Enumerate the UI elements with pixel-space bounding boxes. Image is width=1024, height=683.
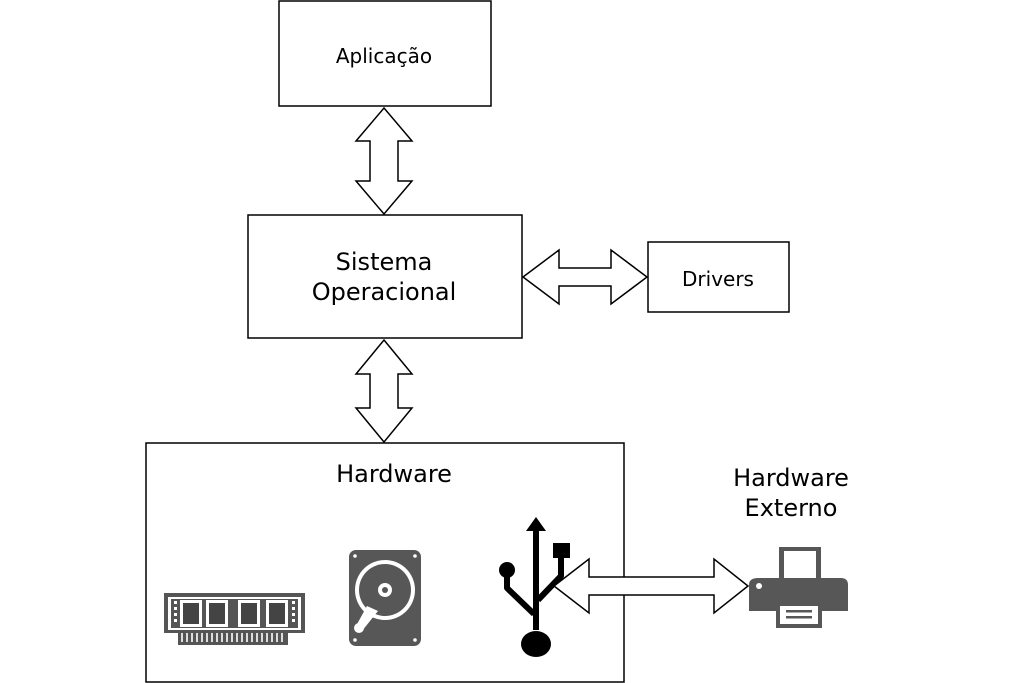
arrow-aplicacao-sistema xyxy=(354,106,414,216)
hard-disk-icon xyxy=(349,550,421,646)
ram-module-icon xyxy=(164,593,305,645)
operacional-label: Operacional xyxy=(312,278,457,306)
usb-icon xyxy=(499,517,570,657)
arrow-usb-externo xyxy=(552,557,750,615)
drivers-label: Drivers xyxy=(682,267,754,291)
drivers-box xyxy=(647,241,790,313)
aplicacao-label: Aplicação xyxy=(336,44,432,68)
aplicacao-box xyxy=(278,0,492,107)
sistema-operacional-box xyxy=(247,214,523,339)
printer-icon xyxy=(749,547,848,628)
sistema-label: Sistema xyxy=(336,248,433,276)
arrow-sistema-drivers xyxy=(521,248,649,306)
hardware-externo-label-1: Hardware xyxy=(733,464,849,492)
hardware-externo-label-2: Externo xyxy=(745,494,838,522)
arrow-sistema-hardware xyxy=(354,338,414,444)
hardware-label: Hardware xyxy=(336,460,452,488)
